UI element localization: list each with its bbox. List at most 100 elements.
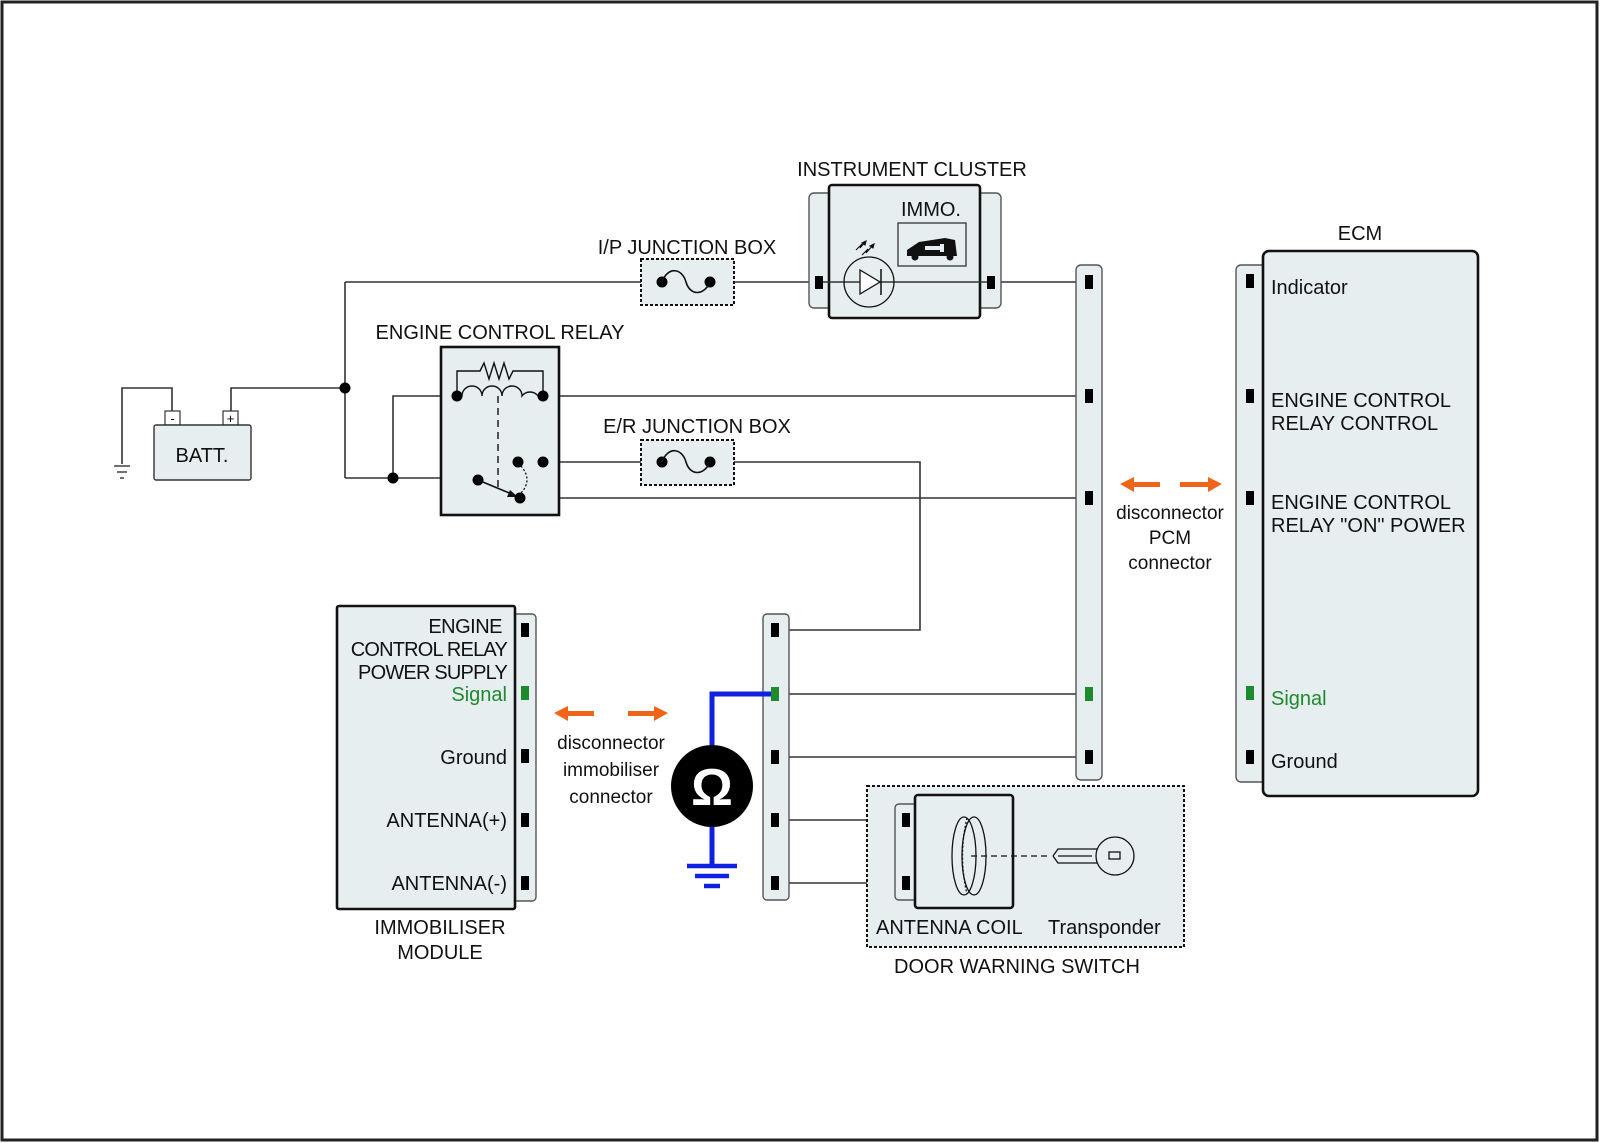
connector-pin (1085, 491, 1093, 505)
wire-batt-pos (230, 387, 345, 421)
transponder-label: Transponder (1048, 917, 1161, 939)
immobiliser-module-body (335, 604, 517, 911)
battery-body (153, 424, 252, 481)
immo-pin-label: POWER SUPPLY (358, 662, 507, 684)
pcm-disconnect-line2: PCM (1149, 528, 1191, 549)
door-warning-switch-label: DOOR WARNING SWITCH (894, 956, 1140, 978)
ecm-pin-ground (1246, 750, 1254, 764)
immo-pin-antenna-minus (521, 876, 529, 890)
arrow-left-icon (554, 706, 594, 721)
ecm-pin-label: RELAY "ON" POWER (1271, 515, 1466, 537)
arrow-right-icon (1180, 477, 1222, 492)
door-warning-switch: ANTENNA COIL Transponder DOOR WARNING SW… (866, 785, 1185, 978)
immobiliser-disconnect-line3: connector (569, 787, 653, 808)
relay-terminal (514, 492, 526, 504)
wire-er-to-immo-power (710, 461, 921, 631)
junction-dot (387, 472, 399, 484)
immobiliser-disconnect: disconnector immobiliser connector (554, 706, 668, 808)
connector-pin (771, 813, 779, 827)
pcm-disconnect-line3: connector (1128, 553, 1212, 574)
ip-junction-box-body (640, 258, 735, 306)
relay-terminal (512, 456, 524, 468)
immobiliser-disconnect-line1: disconnector (557, 733, 665, 754)
ecm-pin-label-signal: Signal (1271, 688, 1327, 710)
immo-pin-antenna-plus (521, 813, 529, 827)
transponder-key-icon (1052, 836, 1135, 876)
wire-batt-neg-ground (121, 387, 173, 464)
immobiliser-module-label: IMMOBILISER (374, 917, 505, 939)
engine-control-relay-label: ENGINE CONTROL RELAY (376, 322, 625, 344)
engine-control-relay: ENGINE CONTROL RELAY (376, 322, 625, 517)
immo-pin-ground (521, 749, 529, 763)
antenna-coil-body (913, 793, 1015, 910)
ohmmeter-icon (671, 745, 753, 827)
instrument-cluster-label: INSTRUMENT CLUSTER (797, 159, 1027, 181)
immobiliser-module-label: MODULE (397, 942, 483, 964)
immobiliser-module: ENGINE CONTROL RELAY POWER SUPPLY Signal… (335, 604, 537, 964)
immo-pin-label: Ground (440, 747, 507, 769)
pcm-connector (1075, 264, 1103, 781)
immo-pin-label: ANTENNA(-) (391, 873, 507, 895)
fuse-icon (661, 269, 711, 294)
connector-pin (771, 623, 779, 637)
arrow-right-icon (628, 706, 668, 721)
connector-pin (771, 876, 779, 890)
connector-pin-signal (1085, 687, 1093, 701)
ecm-pin-label: Ground (1271, 751, 1338, 773)
wire-to-coil-left (392, 395, 457, 478)
er-junction-box-body (640, 439, 735, 486)
instrument-cluster: INSTRUMENT CLUSTER IMMO. (797, 159, 1027, 320)
connector-pin-signal (771, 687, 779, 701)
led-icon (843, 256, 895, 308)
immobiliser-disconnect-line2: immobiliser (563, 760, 660, 781)
ecm-pin-label: ENGINE CONTROL (1271, 492, 1451, 514)
diode-triangle (859, 268, 882, 296)
ecm-label: ECM (1338, 223, 1382, 245)
immo-pin-label-signal: Signal (451, 684, 507, 706)
ecm-pin-signal (1246, 686, 1254, 700)
ecm: ECM Indicator ENGINE CONTROL RELAY CONTR… (1235, 223, 1480, 798)
ecm-pin-label: RELAY CONTROL (1271, 413, 1438, 435)
connector-pin (1085, 750, 1093, 764)
ecm-pin-relay-control (1246, 389, 1254, 403)
light-emission-icon (855, 239, 875, 256)
immo-label: IMMO. (901, 199, 961, 221)
immo-pin-power-supply (521, 623, 529, 637)
connector-pin (902, 876, 910, 890)
connector-pin (1085, 275, 1093, 289)
ip-junction-box: I/P JUNCTION BOX (598, 237, 776, 306)
ohmmeter: Ω (671, 691, 771, 889)
battery: - + BATT. (153, 410, 252, 481)
connector-pin (902, 813, 910, 827)
ohmmeter-ground-icon (687, 863, 737, 889)
relay-switch-arm (477, 479, 515, 496)
battery-pos-label: + (227, 411, 235, 426)
immo-pin-signal (521, 686, 529, 700)
resistor-icon (456, 360, 544, 396)
ecm-pin-label: Indicator (1271, 277, 1348, 299)
coil-icon (461, 385, 539, 399)
relay-terminal (537, 456, 549, 468)
immo-pin-label: ANTENNA(+) (386, 810, 507, 832)
relay-terminal (451, 390, 463, 402)
ground-icon (114, 465, 130, 479)
connector-pin (1085, 389, 1093, 403)
ecm-pin-indicator (1246, 274, 1254, 288)
immobiliser-car-key-icon (907, 238, 957, 261)
pcm-disconnect: disconnector PCM connector (1116, 477, 1225, 574)
pcm-disconnect-line1: disconnector (1116, 503, 1224, 524)
junction-dot (339, 382, 351, 394)
ohmmeter-probe-wire (709, 691, 771, 745)
immo-pin-label: ENGINE (428, 616, 502, 638)
antenna-coil-label: ANTENNA COIL (876, 917, 1023, 939)
connector-pin (815, 276, 823, 289)
ohmmeter-symbol: Ω (691, 759, 733, 817)
fuse-icon (661, 449, 711, 474)
connector-pin (987, 276, 995, 289)
arrow-left-icon (1120, 477, 1160, 492)
immobiliser-harness-connector (762, 613, 790, 901)
ecm-body (1261, 249, 1480, 798)
ecm-pin-relay-on-power (1246, 491, 1254, 505)
relay-terminal (537, 390, 549, 402)
